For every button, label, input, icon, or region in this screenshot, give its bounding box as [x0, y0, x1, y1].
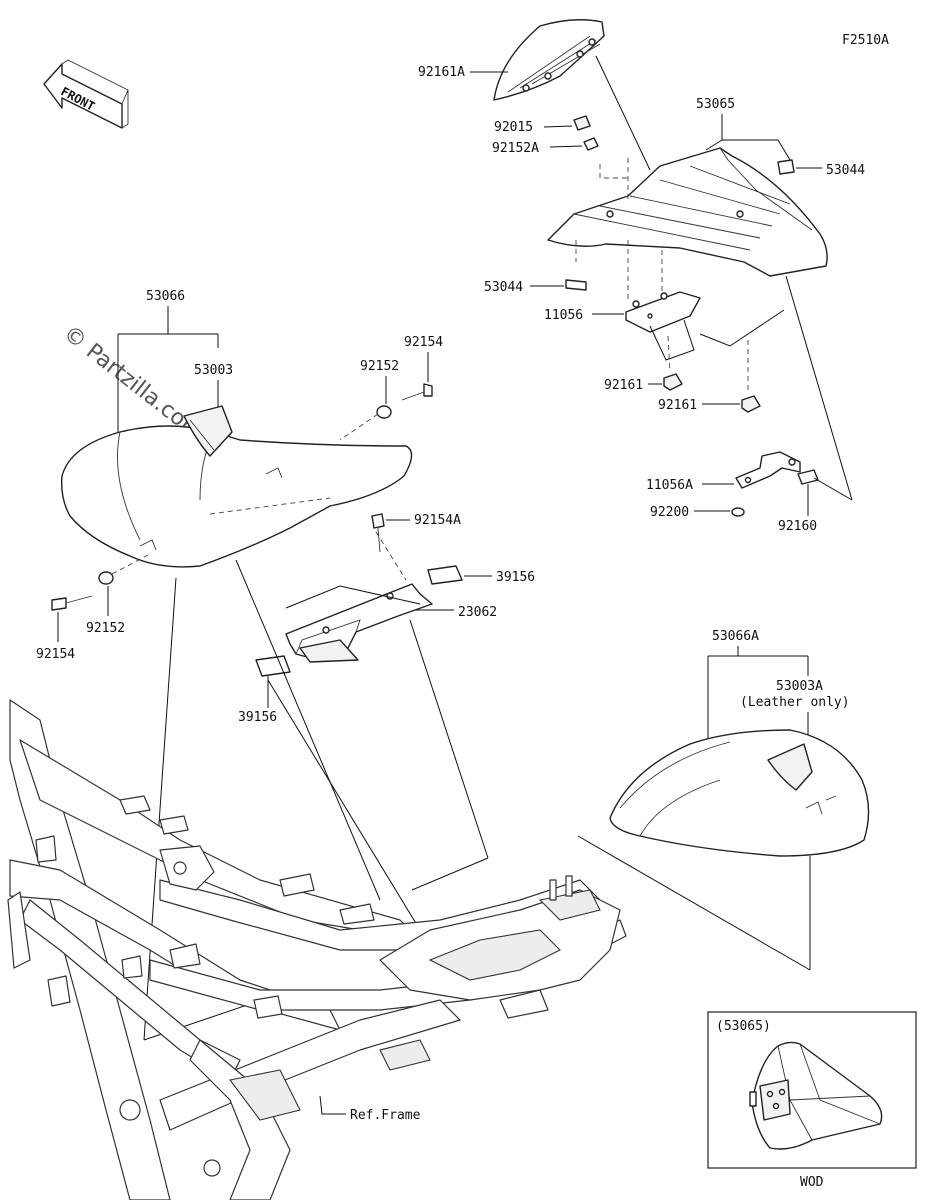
label-92154-top: 92154	[404, 335, 443, 350]
label-92200: 92200	[650, 505, 689, 520]
part-92152-grommet-bottom	[98, 571, 114, 585]
label-leather-only: (Leather only)	[740, 695, 850, 710]
label-92154-bottom: 92154	[36, 647, 75, 662]
part-92200-washer	[731, 507, 745, 517]
inset-seat-cowl-icon	[749, 1041, 883, 1150]
part-53066-main-seat	[60, 405, 413, 568]
part-23062-seat-bracket	[285, 583, 433, 663]
part-53044-bumper-right	[777, 159, 795, 175]
inset-caption: WOD	[800, 1175, 824, 1190]
label-92152A: 92152A	[492, 141, 539, 156]
part-92154-bolt-bottom	[51, 595, 93, 611]
label-39156-left: 39156	[238, 710, 277, 725]
label-92161-a: 92161	[604, 378, 643, 393]
part-92154-bolt-top	[401, 383, 433, 401]
part-11056-bracket	[625, 291, 701, 333]
label-53003: 53003	[194, 363, 233, 378]
label-53003A: 53003A	[776, 679, 823, 694]
part-92152A-grommet	[583, 137, 599, 151]
frame-assembly	[7, 699, 627, 1200]
label-53066: 53066	[146, 289, 185, 304]
label-ref-frame: Ref.Frame	[350, 1108, 421, 1123]
label-92154A: 92154A	[414, 513, 461, 528]
part-53065-seat-cowl	[547, 147, 828, 277]
front-arrow-icon: FRONT	[43, 59, 129, 129]
figure-code: F2510A	[842, 33, 889, 48]
part-92161A-cowl	[493, 19, 605, 101]
label-92161-b: 92161	[658, 398, 697, 413]
part-92160-pad	[797, 469, 819, 485]
label-92152-top: 92152	[360, 359, 399, 374]
part-53044-bumper-left	[565, 279, 587, 291]
part-92161-nut-a	[663, 373, 683, 391]
part-39156-pad-right	[427, 565, 463, 585]
label-53066A: 53066A	[712, 629, 759, 644]
label-39156-right: 39156	[496, 570, 535, 585]
label-53044-right: 53044	[826, 163, 865, 178]
inset-title: (53065)	[716, 1019, 771, 1034]
label-92160: 92160	[778, 519, 817, 534]
part-92152-grommet-top	[376, 405, 392, 419]
part-39156-pad-left	[255, 655, 291, 677]
label-92152-bottom: 92152	[86, 621, 125, 636]
label-53044-left: 53044	[484, 280, 523, 295]
label-11056: 11056	[544, 308, 583, 323]
label-92161A: 92161A	[418, 65, 465, 80]
label-92015: 92015	[494, 120, 533, 135]
label-53065: 53065	[696, 97, 735, 112]
part-92161-nut-b	[741, 395, 761, 413]
part-11056A-bracket	[735, 451, 801, 489]
part-92015-clip	[573, 115, 591, 131]
label-11056A: 11056A	[646, 478, 693, 493]
part-92154A-bolt	[371, 513, 385, 553]
label-23062: 23062	[458, 605, 497, 620]
part-53066A-seat	[609, 729, 870, 857]
